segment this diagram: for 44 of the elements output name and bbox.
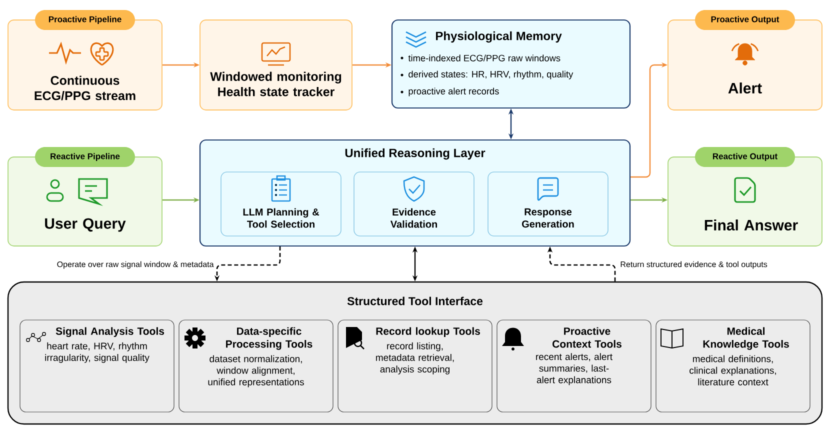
pipeline-box	[668, 10, 822, 110]
card-title: Medical Knowledge Tools	[703, 327, 789, 350]
tool-card	[338, 320, 492, 412]
card-text: record listing, metadata retrieval, analysis scoping	[376, 342, 454, 374]
pill-label: Reactive Output	[695, 147, 795, 167]
bullet-item: time-indexed ECG/PPG raw windows	[400, 54, 560, 62]
layer-box	[391, 19, 631, 109]
card-text: recent alerts, alert summaries, last-alert explanations	[536, 353, 612, 386]
module-box	[488, 172, 608, 236]
pipeline-box	[8, 10, 162, 110]
card-text: dataset normalization, window alignment, unified representations	[208, 355, 304, 388]
pill-label: Proactive Pipeline	[35, 10, 135, 30]
node-title: Windowed monitoring Health state tracker	[210, 72, 342, 96]
node-title: Unified Reasoning Layer	[345, 148, 486, 160]
node-title: Alert	[728, 82, 762, 94]
module-box	[220, 172, 342, 236]
tool-card	[178, 320, 334, 412]
card-title: Record lookup Tools	[376, 327, 480, 337]
card-title: Data-specific Processing Tools	[226, 327, 312, 350]
node-title: Continuous ECG/PPG stream	[34, 76, 136, 100]
node-title: User Query	[45, 218, 126, 232]
node-title: Final Answer	[704, 219, 798, 230]
card-title: Proactive Context Tools	[552, 327, 622, 348]
panel-title: Structured Tool Interface	[347, 296, 483, 306]
module-box	[354, 172, 474, 236]
edge-label: Operate over raw signal window & metadata	[56, 260, 215, 270]
tool-card	[656, 320, 810, 412]
tool-card	[20, 320, 174, 412]
module-title: Evidence Validation	[390, 208, 437, 228]
edge-label: Return structured evidence & tool outputs	[619, 260, 768, 270]
bullet-item: derived states: HR, HRV, rhythm, quality	[400, 70, 574, 80]
module-title: LLM Planning & Tool Selection	[243, 208, 320, 228]
module-title: Response Generation	[522, 208, 574, 228]
bullet-item: proactive alert records	[400, 88, 499, 96]
pill-label: Proactive Output	[695, 10, 795, 30]
tool-card	[496, 320, 652, 412]
pipeline-box	[668, 147, 822, 246]
node-title: Physiological Memory	[436, 31, 562, 43]
card-title: Signal Analysis Tools	[56, 327, 164, 338]
pipeline-box	[8, 147, 162, 246]
card-text: medical definitions, clinical explanations, literature context	[690, 355, 776, 386]
card-text: heart rate, HRV, rhythm irragularity, signal quality	[45, 342, 150, 363]
pipeline-box	[200, 20, 352, 110]
pill-label: Reactive Pipeline	[35, 147, 135, 167]
